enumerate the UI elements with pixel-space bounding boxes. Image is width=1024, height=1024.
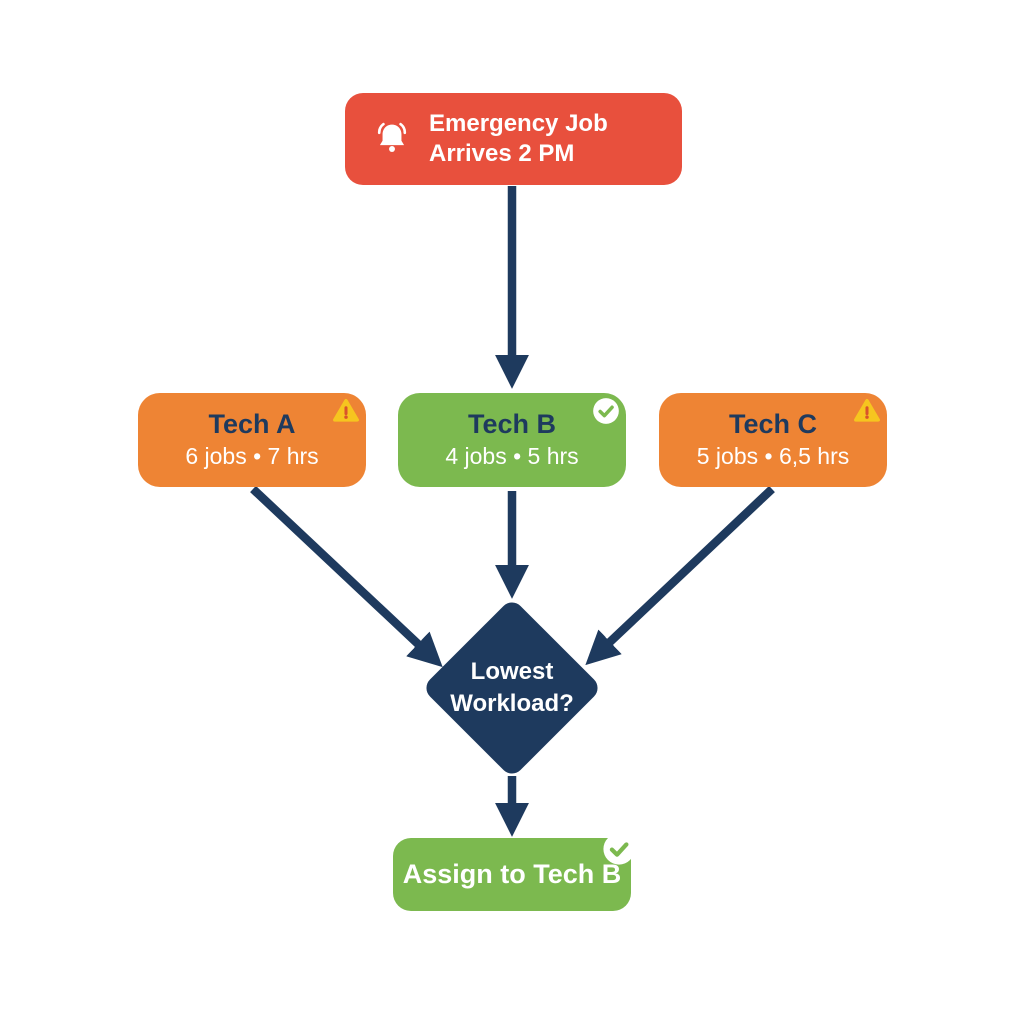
arrow-tech-a-to-decision [250, 485, 443, 668]
decision-label-line2: Workload? [450, 690, 574, 717]
assign-label: Assign to Tech B [402, 859, 622, 889]
warning-icon [853, 397, 881, 425]
tech-c-workload: 5 jobs • 6,5 hrs [696, 443, 850, 470]
warning-icon [332, 397, 360, 425]
bell-icon [371, 118, 413, 160]
node-tech-b: Tech B 4 jobs • 5 hrs [398, 393, 626, 487]
node-tech-c: Tech C 5 jobs • 6,5 hrs [659, 393, 887, 487]
check-icon [602, 832, 636, 866]
check-icon [592, 397, 620, 425]
emergency-label: Emergency Job Arrives 2 PM [429, 109, 608, 169]
emergency-label-line1: Emergency Job [429, 110, 608, 137]
tech-a-workload: 6 jobs • 7 hrs [185, 443, 319, 470]
tech-b-workload: 4 jobs • 5 hrs [445, 443, 579, 470]
node-tech-a: Tech A 6 jobs • 7 hrs [138, 393, 366, 487]
decision-label-line1: Lowest [470, 657, 554, 685]
emergency-label-line2: Arrives 2 PM [429, 140, 575, 167]
tech-c-title: Tech C [728, 408, 817, 439]
node-emergency-job: Emergency Job Arrives 2 PM [345, 93, 682, 185]
node-assign-result: Assign to Tech B [393, 833, 635, 911]
decision-label: Lowest Workload? [422, 608, 602, 768]
tech-a-title: Tech A [208, 408, 296, 439]
arrow-tech-c-to-decision [585, 485, 775, 666]
tech-b-title: Tech B [467, 408, 556, 439]
